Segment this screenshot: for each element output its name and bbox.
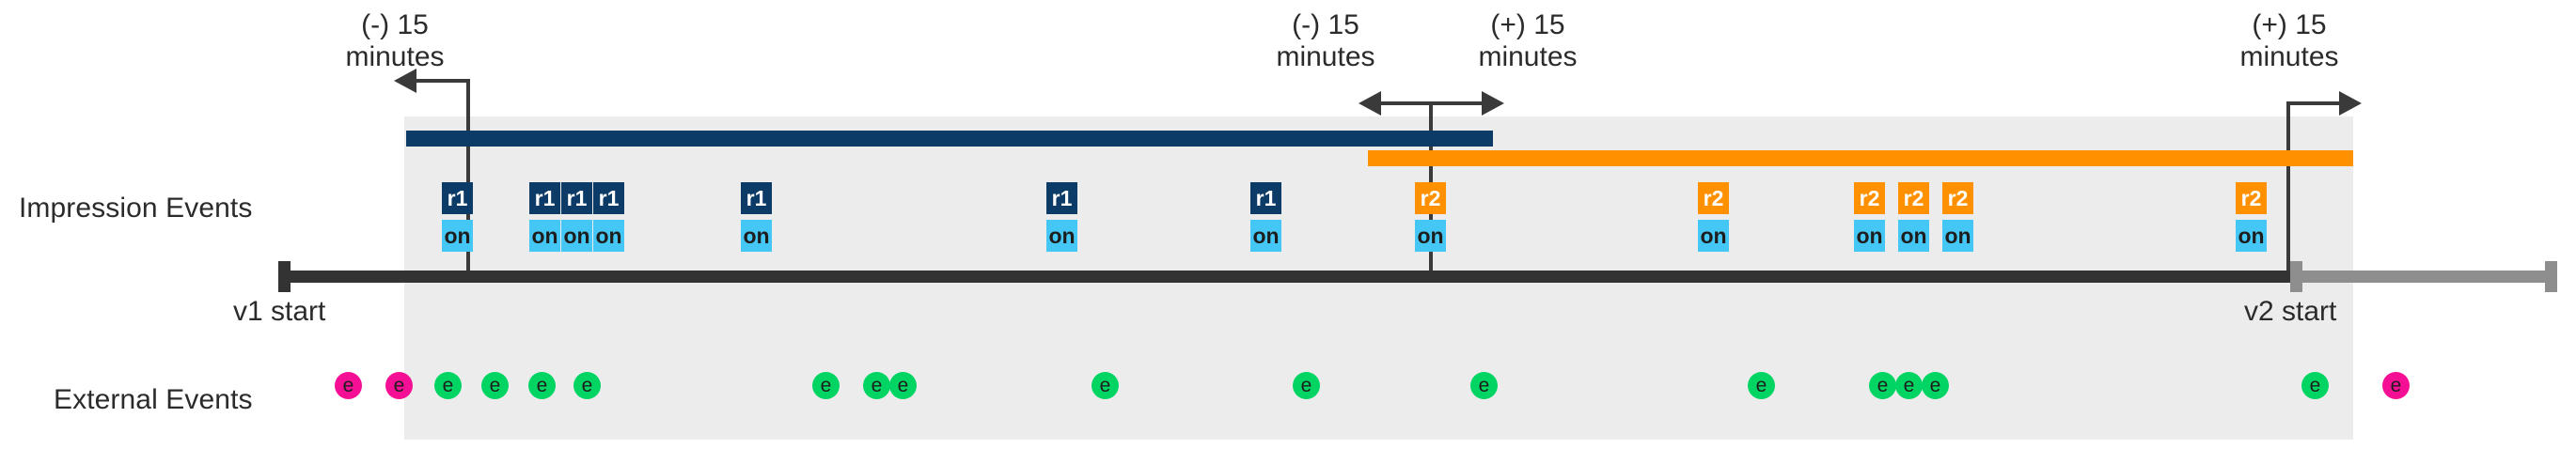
external-event-dot: e xyxy=(1895,372,1923,399)
impression-release-chip: r2 xyxy=(2236,182,2267,214)
impression-state-chip: on xyxy=(741,220,772,252)
impression-release-chip: r1 xyxy=(529,182,560,214)
external-events-label: External Events xyxy=(54,384,253,415)
arrow-right-icon xyxy=(1482,91,1504,116)
external-event-dot: e xyxy=(335,372,362,399)
impression-state-chip: on xyxy=(593,220,624,252)
callout-right-window-stem xyxy=(2286,101,2339,105)
external-event-dot: e xyxy=(1293,372,1320,399)
timeline-v2-cap xyxy=(2290,261,2302,292)
v1-start-label: v1 start xyxy=(233,296,326,327)
impression-state-chip: on xyxy=(1250,220,1281,252)
release-bar-v2 xyxy=(1368,150,2353,166)
callout-right-window-line1: (+) 15 xyxy=(2252,9,2327,40)
release-bar-v1 xyxy=(406,131,1493,147)
impression-release-chip: r1 xyxy=(741,182,772,214)
impression-state-chip: on xyxy=(1046,220,1077,252)
attribution-window-shade-bottom xyxy=(404,254,2353,440)
impression-state-chip: on xyxy=(2236,220,2267,252)
external-event-dot: e xyxy=(2382,372,2410,399)
timeline-start-cap xyxy=(278,261,291,292)
impression-release-chip: r1 xyxy=(1250,182,1281,214)
impression-state-chip: on xyxy=(1898,220,1929,252)
impression-state-chip: on xyxy=(561,220,592,252)
impression-release-chip: r1 xyxy=(561,182,592,214)
impression-release-chip: r1 xyxy=(593,182,624,214)
callout-left-window: (-) 15 minutes xyxy=(315,9,475,73)
callout-mid-plus-line2: minutes xyxy=(1478,41,1578,72)
callout-mid-plus-line1: (+) 15 xyxy=(1490,9,1565,40)
callout-left-window-stem xyxy=(416,79,468,83)
impression-release-chip: r2 xyxy=(1415,182,1446,214)
impression-release-chip: r2 xyxy=(1942,182,1973,214)
impression-state-chip: on xyxy=(1854,220,1885,252)
callout-left-window-line2: minutes xyxy=(345,41,445,72)
timeline-end-cap xyxy=(2545,261,2557,292)
external-event-dot: e xyxy=(2301,372,2329,399)
external-event-dot: e xyxy=(889,372,917,399)
callout-mid-minus: (-) 15 minutes xyxy=(1246,9,1406,73)
external-event-dot: e xyxy=(812,372,840,399)
v2-start-label: v2 start xyxy=(2244,296,2337,327)
timeline-future-segment xyxy=(2290,271,2557,283)
external-event-dot: e xyxy=(385,372,413,399)
impression-release-chip: r1 xyxy=(442,182,473,214)
impression-release-chip: r2 xyxy=(1698,182,1729,214)
callout-right-window-leader xyxy=(2286,101,2290,278)
arrow-left-icon xyxy=(1359,91,1381,116)
external-event-dot: e xyxy=(863,372,890,399)
external-event-dot: e xyxy=(528,372,556,399)
external-event-dot: e xyxy=(1092,372,1119,399)
impression-state-chip: on xyxy=(1942,220,1973,252)
callout-mid-minus-line2: minutes xyxy=(1276,41,1375,72)
external-event-dot: e xyxy=(1869,372,1896,399)
external-event-dot: e xyxy=(573,372,601,399)
callout-right-window-line2: minutes xyxy=(2239,41,2339,72)
callout-left-window-leader xyxy=(466,79,470,121)
external-event-dot: e xyxy=(1922,372,1949,399)
external-event-dot: e xyxy=(434,372,462,399)
impression-state-chip: on xyxy=(1698,220,1729,252)
impression-state-chip: on xyxy=(1415,220,1446,252)
impression-state-chip: on xyxy=(442,220,473,252)
callout-mid-plus: (+) 15 minutes xyxy=(1448,9,1608,73)
external-event-dot: e xyxy=(1470,372,1498,399)
impression-state-chip: on xyxy=(529,220,560,252)
callout-left-window-line1: (-) 15 xyxy=(361,9,429,40)
impression-events-label: Impression Events xyxy=(19,193,253,224)
impression-release-chip: r1 xyxy=(1046,182,1077,214)
external-event-dot: e xyxy=(481,372,509,399)
external-event-dot: e xyxy=(1748,372,1775,399)
callout-right-window: (+) 15 minutes xyxy=(2209,9,2369,73)
timeline-active-segment xyxy=(278,271,2292,283)
callout-mid-minus-line1: (-) 15 xyxy=(1292,9,1359,40)
impression-release-chip: r2 xyxy=(1854,182,1885,214)
arrow-right-icon xyxy=(2339,91,2362,116)
arrow-left-icon xyxy=(394,69,416,93)
impression-release-chip: r2 xyxy=(1898,182,1929,214)
